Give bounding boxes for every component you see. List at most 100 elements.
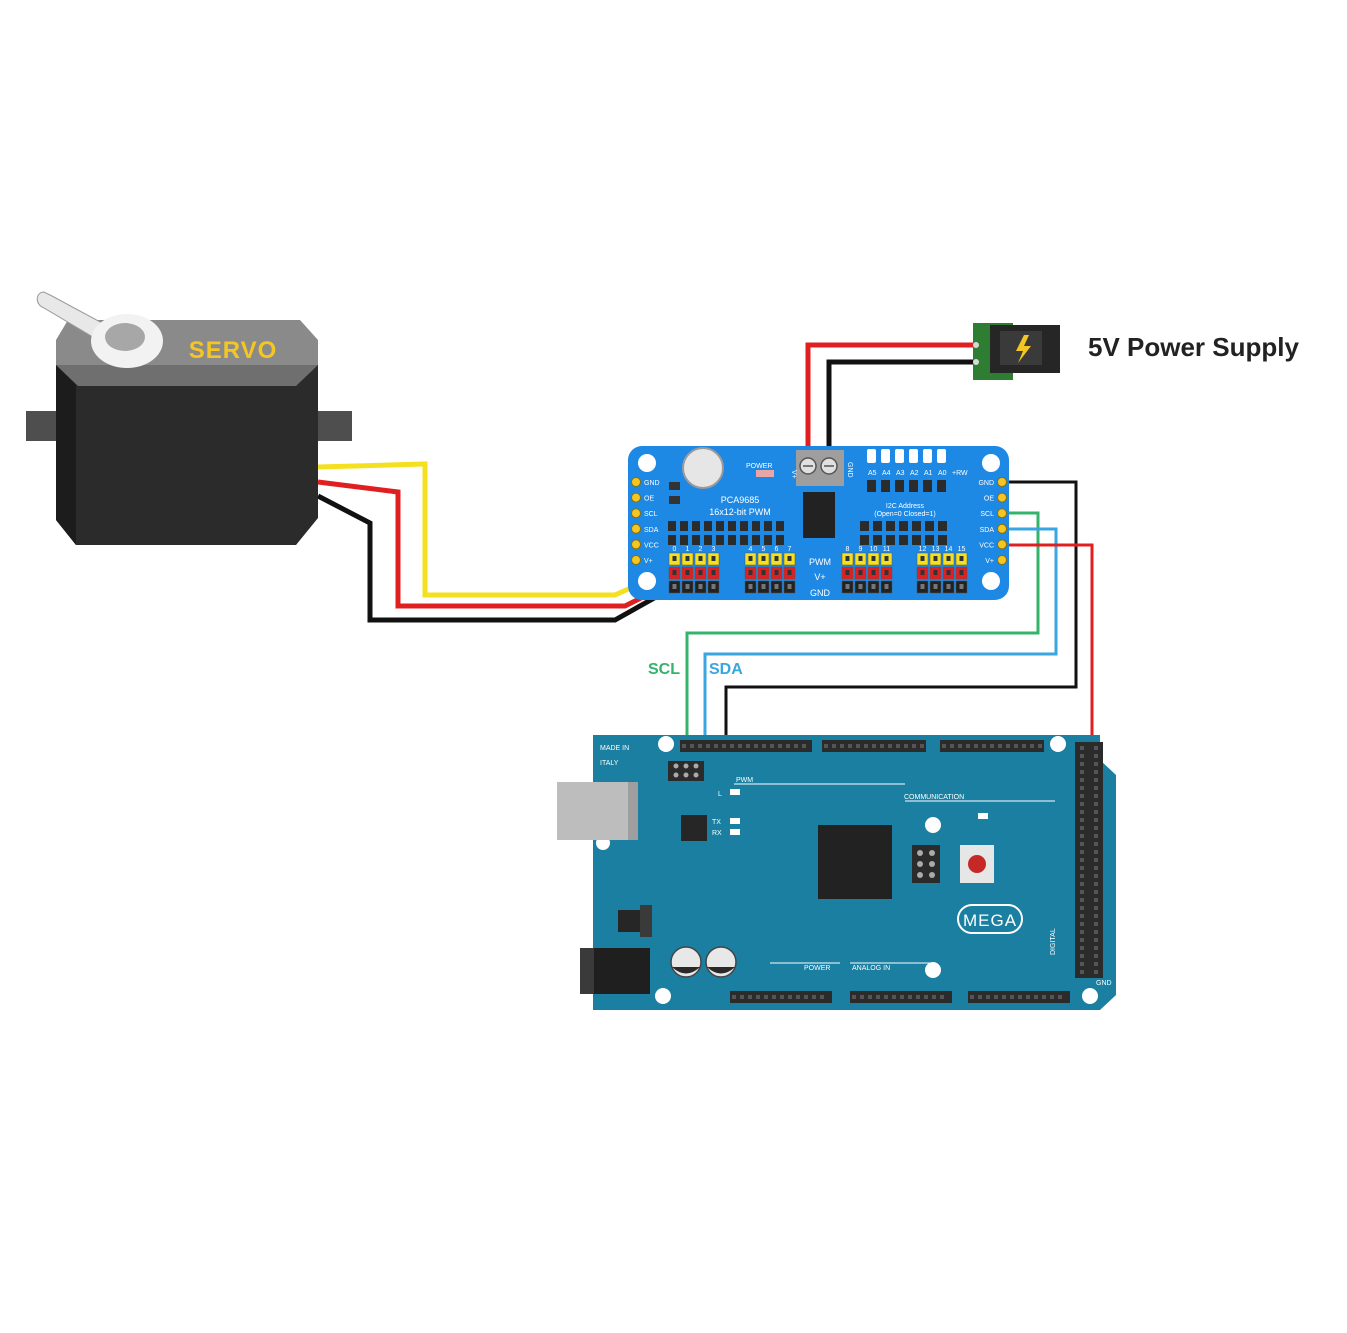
right-pin-label: SCL bbox=[980, 511, 994, 518]
right-pin-header: GND OE SCL SDA VCC V+ bbox=[978, 477, 1007, 565]
left-pin[interactable] bbox=[631, 477, 641, 487]
address-pin-label: A5 bbox=[868, 470, 877, 477]
right-pin-label: GND bbox=[978, 480, 994, 487]
l-led bbox=[730, 789, 740, 795]
address-pin-label: A2 bbox=[910, 470, 919, 477]
scl-wire bbox=[685, 511, 1040, 748]
right-pin[interactable] bbox=[997, 523, 1007, 534]
channel-number-label: 12 bbox=[919, 546, 927, 553]
address-pin-label: A3 bbox=[896, 470, 905, 477]
left-pin[interactable] bbox=[631, 492, 641, 503]
usb-port bbox=[557, 782, 638, 840]
servo-body bbox=[56, 365, 318, 545]
left-pin-label: SDA bbox=[644, 527, 659, 534]
channel-number-label: 6 bbox=[775, 546, 779, 553]
terminal-label-vplus: V+ bbox=[790, 470, 797, 479]
channel-number-label: 1 bbox=[686, 546, 690, 553]
pwm-power-label: POWER bbox=[746, 463, 772, 470]
sda-wire-label: SDA bbox=[709, 661, 743, 678]
left-pin-label: VCC bbox=[644, 542, 659, 549]
left-pin-label: V+ bbox=[644, 558, 653, 565]
address-pin-label: A4 bbox=[882, 470, 891, 477]
channel-number-label: 9 bbox=[859, 546, 863, 553]
lightning-icon bbox=[1016, 335, 1031, 363]
pwm-chip-name: PCA9685 bbox=[721, 495, 760, 505]
left-pin[interactable] bbox=[631, 508, 641, 519]
address-jumpers bbox=[867, 449, 946, 492]
channel-number-label: 5 bbox=[762, 546, 766, 553]
channel-number-label: 2 bbox=[699, 546, 703, 553]
rx-led bbox=[730, 829, 740, 835]
mega-logo-text: MEGA bbox=[963, 911, 1017, 930]
right-pin-label: V+ bbox=[985, 558, 994, 565]
digital-label: DIGITAL bbox=[1050, 928, 1057, 955]
left-pin[interactable] bbox=[631, 555, 641, 565]
smd-resistors bbox=[668, 521, 947, 545]
servo-motor: SERVO bbox=[26, 291, 352, 545]
i2c-address-desc: (Open=0 Closed=1) bbox=[874, 511, 935, 518]
communication-label: COMMUNICATION bbox=[904, 794, 964, 801]
right-pin[interactable] bbox=[997, 555, 1007, 565]
channel-number-label: 13 bbox=[932, 546, 940, 553]
channel-number-label: 4 bbox=[749, 546, 753, 553]
power-supply-jack: 5V Power Supply bbox=[973, 323, 1299, 380]
row-label-gnd: GND bbox=[810, 588, 831, 598]
channel-headers bbox=[668, 552, 968, 594]
channel-number-label: 15 bbox=[958, 546, 966, 553]
analog-in-label: ANALOG IN bbox=[852, 965, 890, 972]
power-label: POWER bbox=[804, 965, 830, 972]
gnd-wire bbox=[724, 480, 1078, 748]
row-label-pwm: PWM bbox=[809, 557, 831, 567]
right-pin-label: VCC bbox=[979, 542, 994, 549]
left-pin-label: SCL bbox=[644, 511, 658, 518]
mega-headers bbox=[680, 740, 1103, 1003]
power-supply-label: 5V Power Supply bbox=[1088, 332, 1299, 362]
tx-label: TX bbox=[712, 819, 721, 826]
channel-number-label: 10 bbox=[870, 546, 878, 553]
left-pin[interactable] bbox=[631, 523, 641, 534]
supply-ground-wire bbox=[826, 359, 980, 450]
scl-wire-label: SCL bbox=[648, 661, 680, 678]
vcc-wire bbox=[1003, 543, 1094, 745]
right-pin[interactable] bbox=[997, 539, 1007, 550]
channel-number-label: 3 bbox=[712, 546, 716, 553]
address-pin-label: +RW bbox=[952, 470, 968, 477]
terminal-label-gnd: GND bbox=[846, 462, 853, 478]
channel-number-label: 11 bbox=[883, 546, 890, 553]
right-pin[interactable] bbox=[997, 477, 1007, 487]
reset-button-cap[interactable] bbox=[968, 855, 986, 873]
channel-number-label: 7 bbox=[788, 546, 792, 553]
row-label-vplus: V+ bbox=[814, 572, 825, 582]
digital-double-header[interactable] bbox=[1075, 742, 1103, 978]
capacitor-icon bbox=[682, 447, 724, 489]
usb-chip bbox=[681, 815, 707, 841]
address-pin-label: A1 bbox=[924, 470, 933, 477]
right-pin-label: OE bbox=[984, 496, 994, 503]
servo-shaft bbox=[105, 323, 145, 351]
icsp-header bbox=[912, 845, 940, 883]
on-led bbox=[978, 813, 988, 819]
rx-label: RX bbox=[712, 830, 722, 837]
power-led bbox=[756, 470, 774, 477]
right-pin[interactable] bbox=[997, 492, 1007, 503]
servo-label: SERVO bbox=[189, 337, 278, 364]
i2c-address-label: I2C Address bbox=[886, 503, 925, 510]
arduino-mega-board: MEGA MADE IN ITALY PWM L TX RX COMMUNICA… bbox=[557, 735, 1116, 1010]
channel-number-label: 0 bbox=[673, 546, 677, 553]
atmega-chip bbox=[818, 825, 892, 899]
italy-label: ITALY bbox=[600, 760, 619, 767]
servo-ground-wire bbox=[316, 493, 667, 623]
gnd-corner-label: GND bbox=[1096, 980, 1112, 987]
right-pin-label: SDA bbox=[980, 527, 995, 534]
left-pin-label: OE bbox=[644, 496, 654, 503]
right-pin[interactable] bbox=[997, 508, 1007, 519]
supply-power-wire bbox=[805, 342, 980, 450]
pwm-label: PWM bbox=[736, 777, 753, 784]
made-in-label: MADE IN bbox=[600, 745, 629, 752]
tx-led bbox=[730, 818, 740, 824]
left-pin[interactable] bbox=[631, 539, 641, 550]
pca9685-chip bbox=[803, 492, 835, 538]
